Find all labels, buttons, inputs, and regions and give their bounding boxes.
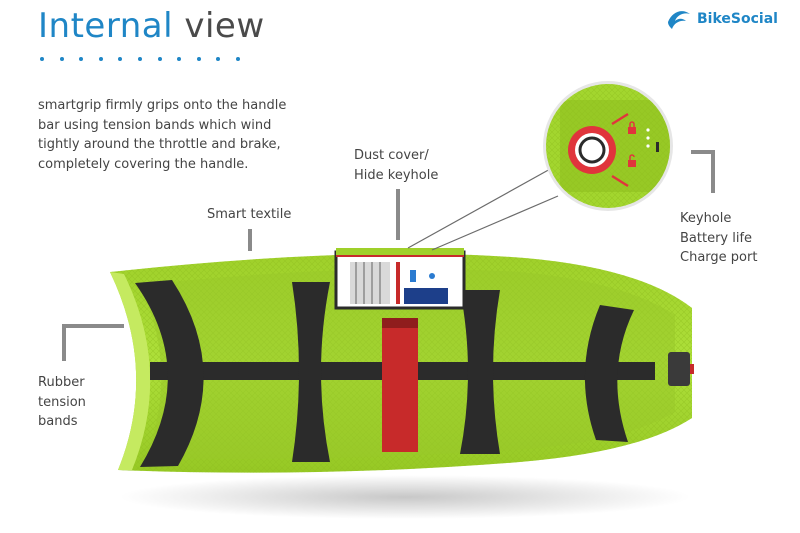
red-connector (382, 318, 418, 452)
title-rest: view (184, 6, 265, 46)
brand-name: BikeSocial (697, 11, 778, 27)
title-dots-divider (40, 57, 240, 61)
dust-cover-label: Dust cover/ Hide keyhole (354, 148, 439, 183)
battery-led (646, 128, 650, 132)
smart-textile-label: Smart textile (207, 207, 292, 222)
electronics-box (334, 248, 466, 310)
magnified-keyhole-detail (543, 81, 673, 211)
ground-shadow (120, 475, 690, 519)
lock-icon (628, 127, 636, 134)
bird-swoosh-icon (668, 11, 690, 30)
rubber-tension-bands (135, 280, 634, 467)
title-highlight: Internal (38, 6, 174, 46)
intro-paragraph: smartgrip firmly grips onto the handle b… (38, 98, 287, 172)
rubber-bands-label: Rubber tension bands (38, 375, 86, 429)
end-charge-port (668, 352, 690, 386)
unlock-icon (628, 160, 636, 167)
page-title: Internal view (38, 6, 265, 46)
brand-logo: BikeSocial (666, 8, 778, 30)
charge-port (656, 142, 659, 152)
keyhole-label: Keyhole Battery life Charge port (680, 211, 758, 265)
callout-brackets (62, 150, 715, 361)
